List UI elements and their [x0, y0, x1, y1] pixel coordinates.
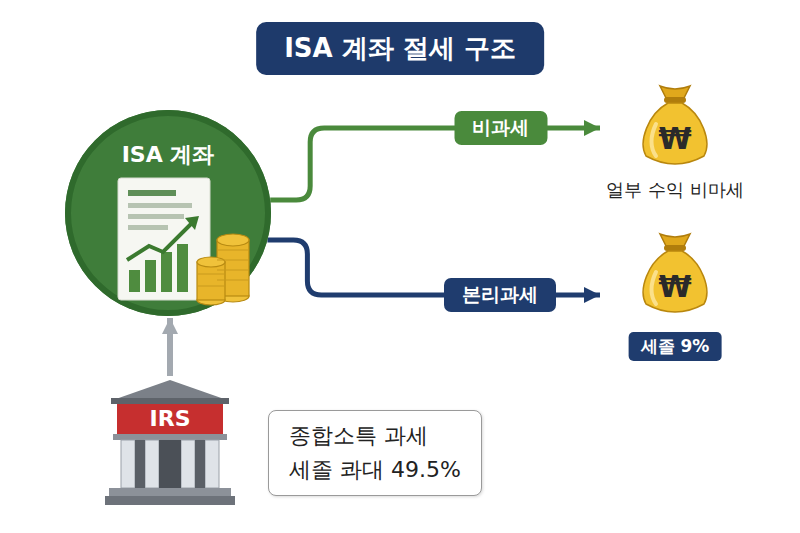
callout-box: 종합소특 과세세졸 콰대 49.5% — [268, 410, 482, 496]
edge-label: 비과세 — [454, 111, 547, 145]
irs-sign: IRS — [117, 405, 223, 433]
won-symbol: ₩ — [640, 122, 710, 156]
money-bag: ₩얼부 수익 비마세 — [600, 84, 750, 204]
edge-label: 본리과세 — [444, 278, 556, 312]
callout-text: 세졸 콰대 49.5% — [289, 453, 461, 487]
circle-label: ISA 계좌 — [65, 140, 271, 170]
tax-rate-pill: 세졸 9% — [629, 332, 722, 361]
connector-arrow — [167, 318, 173, 376]
account-circle: ISA 계좌 — [65, 110, 271, 316]
won-symbol: ₩ — [640, 270, 710, 304]
callout-text: 종합소특 과세 — [289, 419, 461, 453]
diagram-title: ISA 계좌 절세 구조 — [256, 22, 544, 75]
bank-building — [105, 378, 235, 506]
irs-building: IRS — [105, 378, 235, 506]
bag-caption: 얼부 수익 비마세 — [590, 178, 760, 202]
document-illustration — [65, 110, 271, 316]
money-bag: ₩ 세졸 9% — [600, 232, 750, 372]
connector-arrow — [270, 128, 600, 200]
